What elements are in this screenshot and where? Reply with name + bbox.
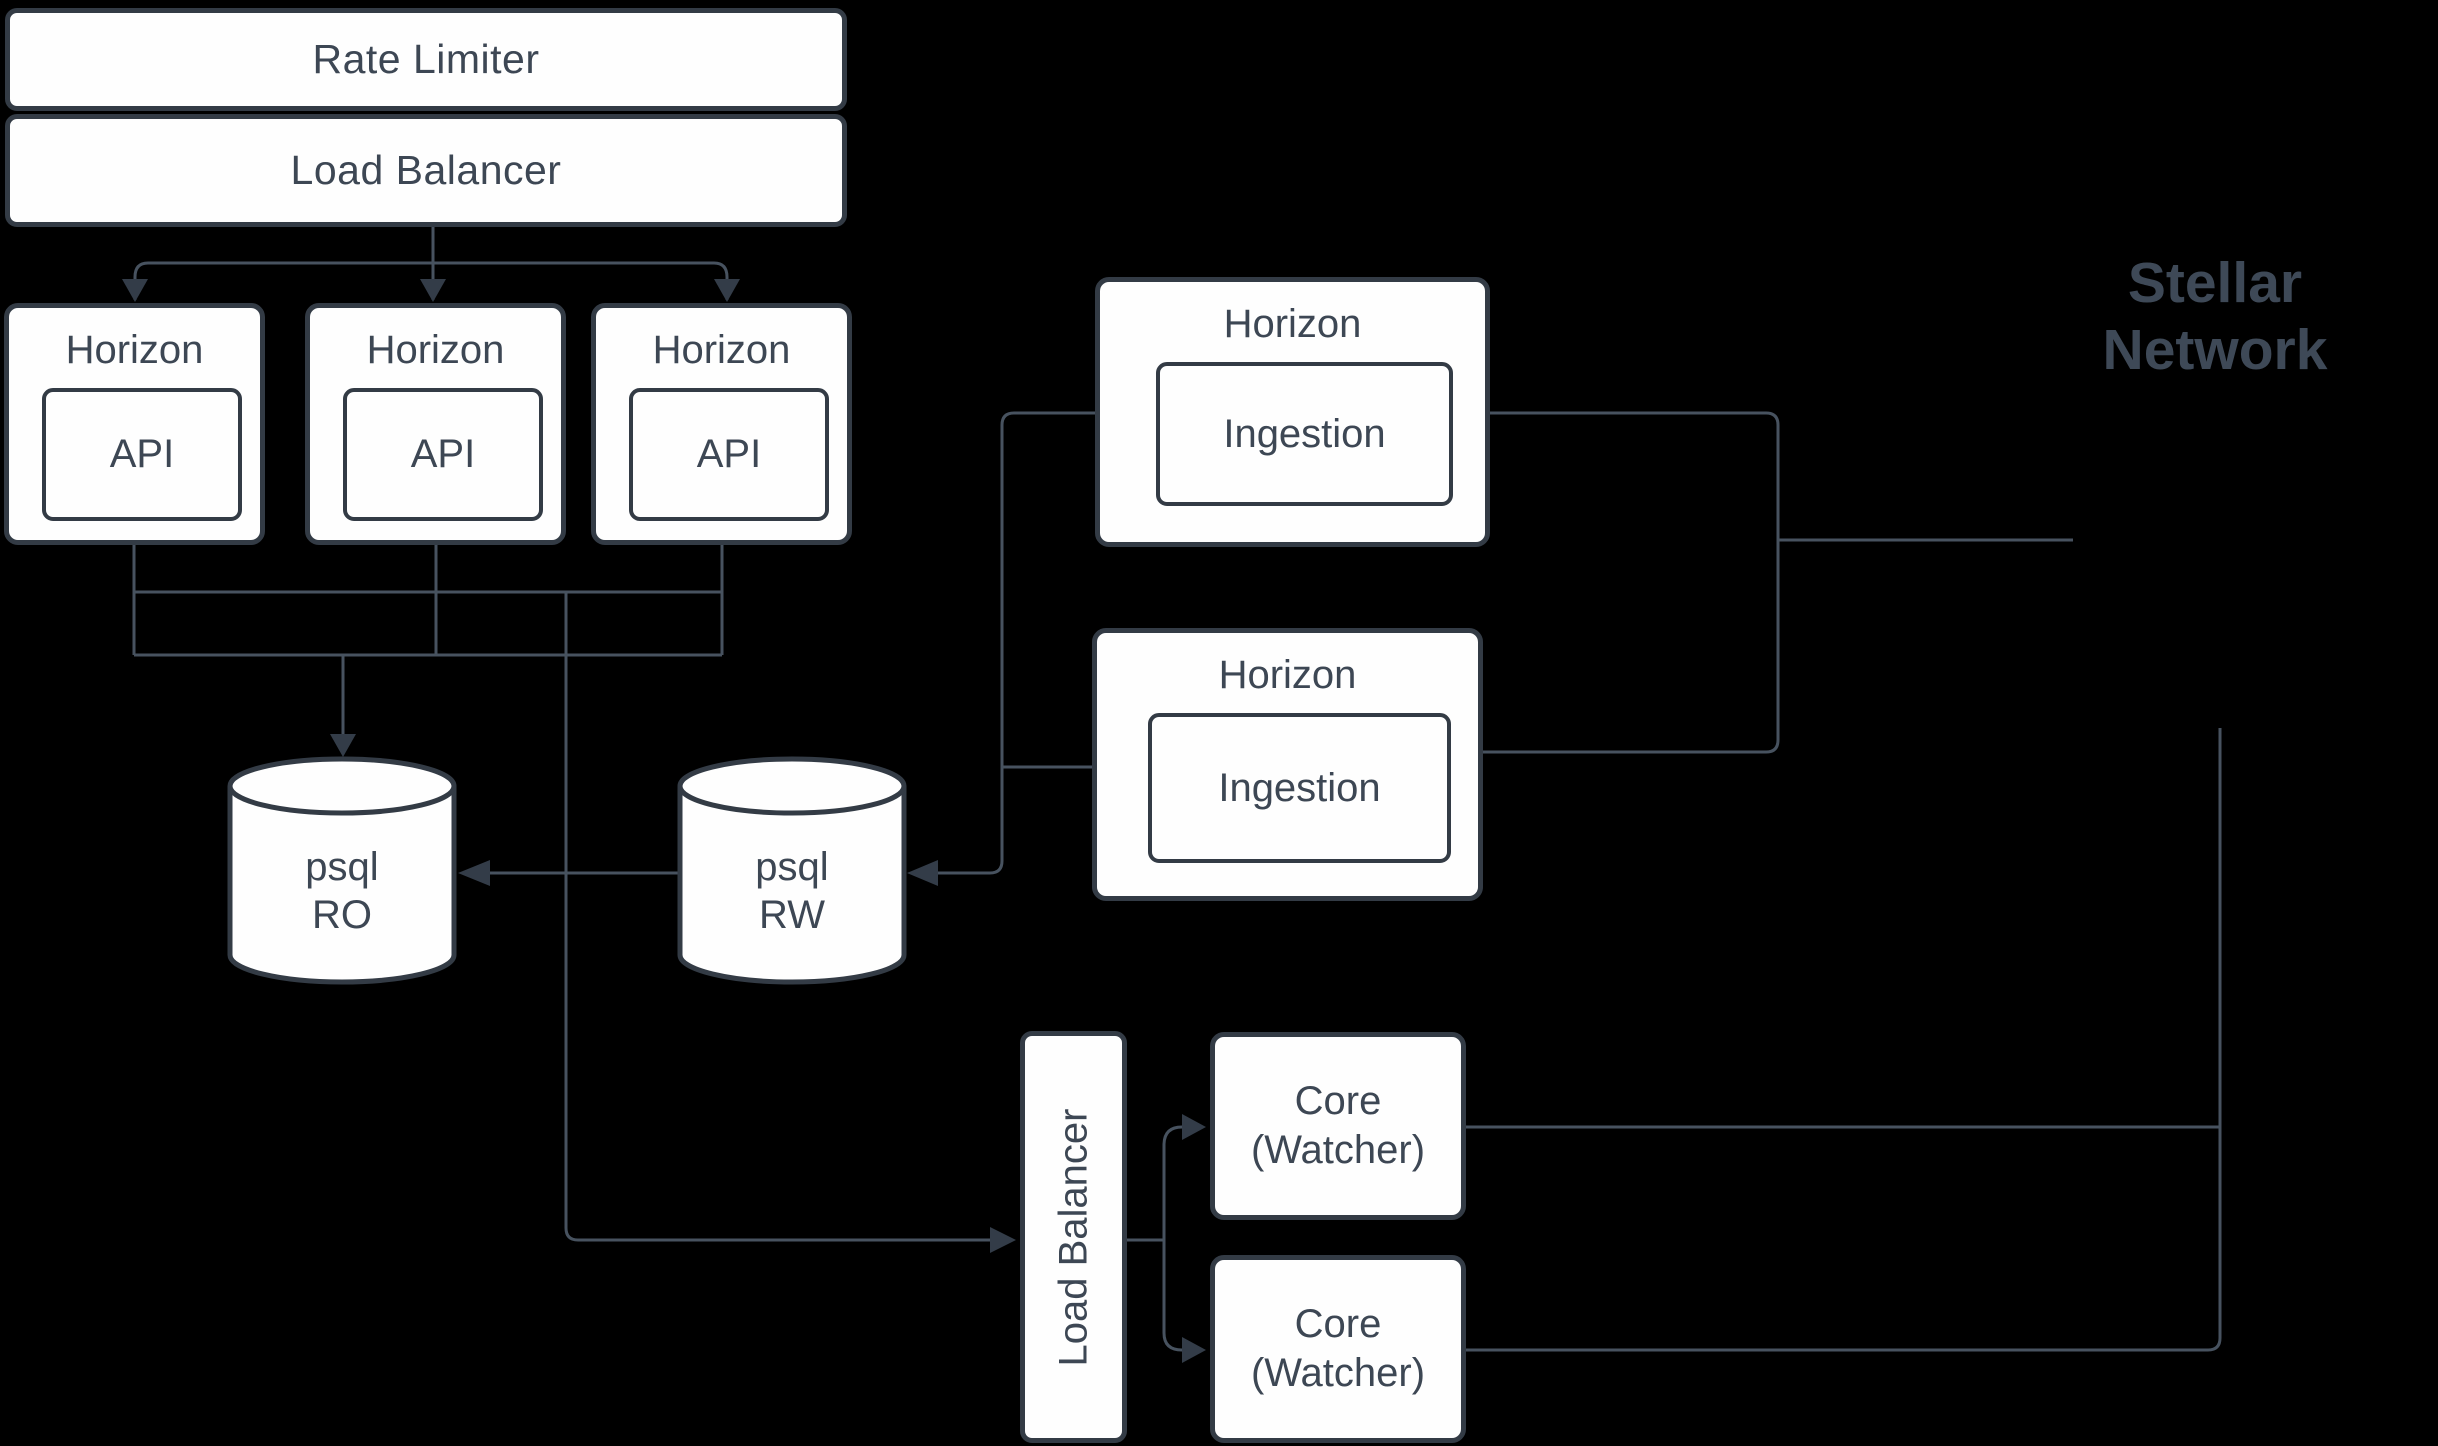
rate-limiter-label: Rate Limiter [312, 36, 540, 82]
core-load-balancer-node[interactable]: Load Balancer [1020, 1031, 1127, 1443]
arrowhead-to-horizon-1 [122, 279, 148, 302]
api-label: API [410, 432, 476, 476]
edge-lb-split-bus[interactable] [133, 261, 729, 300]
core-watcher-line2: (Watcher) [1250, 1351, 1426, 1395]
horizon-ingestion-node-1[interactable]: Horizon Ingestion [1095, 277, 1490, 547]
load-balancer-top-node[interactable]: Load Balancer [5, 114, 847, 227]
arrowhead-to-horizon-2 [420, 279, 446, 302]
psql-rw-line2: RW [759, 893, 825, 937]
horizon-api-node-1[interactable]: Horizon API [4, 303, 265, 545]
core-watcher-line1: Core [1294, 1079, 1382, 1123]
psql-ro-label: psql RO [230, 843, 454, 939]
stellar-network-label: Stellar Network [2040, 250, 2390, 384]
api-inner-node[interactable]: API [343, 388, 543, 521]
api-label: API [696, 432, 762, 476]
arrowhead-to-psql-rw [907, 860, 938, 886]
edge-ingestion1-to-psql-rw[interactable] [938, 411, 1095, 875]
api-inner-node[interactable]: API [42, 388, 242, 521]
horizon-api-node-3[interactable]: Horizon API [591, 303, 852, 545]
psql-ro-line2: RO [312, 893, 372, 937]
psql-rw-cylinder[interactable] [677, 756, 907, 985]
horizon-title: Horizon [366, 328, 505, 372]
arrowhead-to-core1 [1182, 1114, 1206, 1140]
arrowhead-to-psql-ro [330, 734, 356, 757]
arrowhead-rw-to-ro [458, 860, 490, 886]
horizon-api-node-2[interactable]: Horizon API [305, 303, 566, 545]
psql-ro-line1: psql [305, 845, 379, 889]
ingestion-inner-node[interactable]: Ingestion [1148, 713, 1451, 863]
stellar-network-line2: Network [2102, 318, 2328, 382]
arrowhead-to-core2 [1182, 1337, 1206, 1363]
rate-limiter-node[interactable]: Rate Limiter [5, 8, 847, 111]
horizon-title: Horizon [1218, 653, 1357, 697]
psql-rw-line1: psql [755, 845, 829, 889]
horizon-ingestion-node-2[interactable]: Horizon Ingestion [1092, 628, 1483, 901]
stellar-network-line1: Stellar [2127, 251, 2303, 315]
core-load-balancer-label: Load Balancer [1051, 1108, 1095, 1366]
core-watcher-line1: Core [1294, 1302, 1382, 1346]
edge-core2-to-stellar-network[interactable] [1466, 728, 2222, 1352]
core-watcher-node-1[interactable]: Core (Watcher) [1210, 1032, 1466, 1220]
load-balancer-top-label: Load Balancer [290, 147, 562, 193]
horizon-title: Horizon [652, 328, 791, 372]
arrowhead-to-horizon-3 [714, 279, 740, 302]
psql-ro-cylinder[interactable] [227, 756, 457, 985]
edge-apis-to-core-lb[interactable] [564, 592, 990, 1242]
psql-rw-label: psql RW [680, 843, 904, 939]
core-watcher-node-2[interactable]: Core (Watcher) [1210, 1255, 1466, 1443]
ingestion-label: Ingestion [1223, 411, 1386, 456]
core-watcher-line2: (Watcher) [1250, 1128, 1426, 1172]
api-inner-node[interactable]: API [629, 388, 829, 521]
horizon-title: Horizon [1223, 302, 1362, 346]
api-label: API [109, 432, 175, 476]
ingestion-inner-node[interactable]: Ingestion [1156, 362, 1453, 506]
arrowhead-to-core-lb [990, 1227, 1016, 1253]
horizon-title: Horizon [65, 328, 204, 372]
edge-core-lb-split[interactable] [1162, 1125, 1183, 1352]
ingestion-label: Ingestion [1218, 765, 1381, 810]
edge-ingestions-junction[interactable] [1483, 411, 1780, 754]
